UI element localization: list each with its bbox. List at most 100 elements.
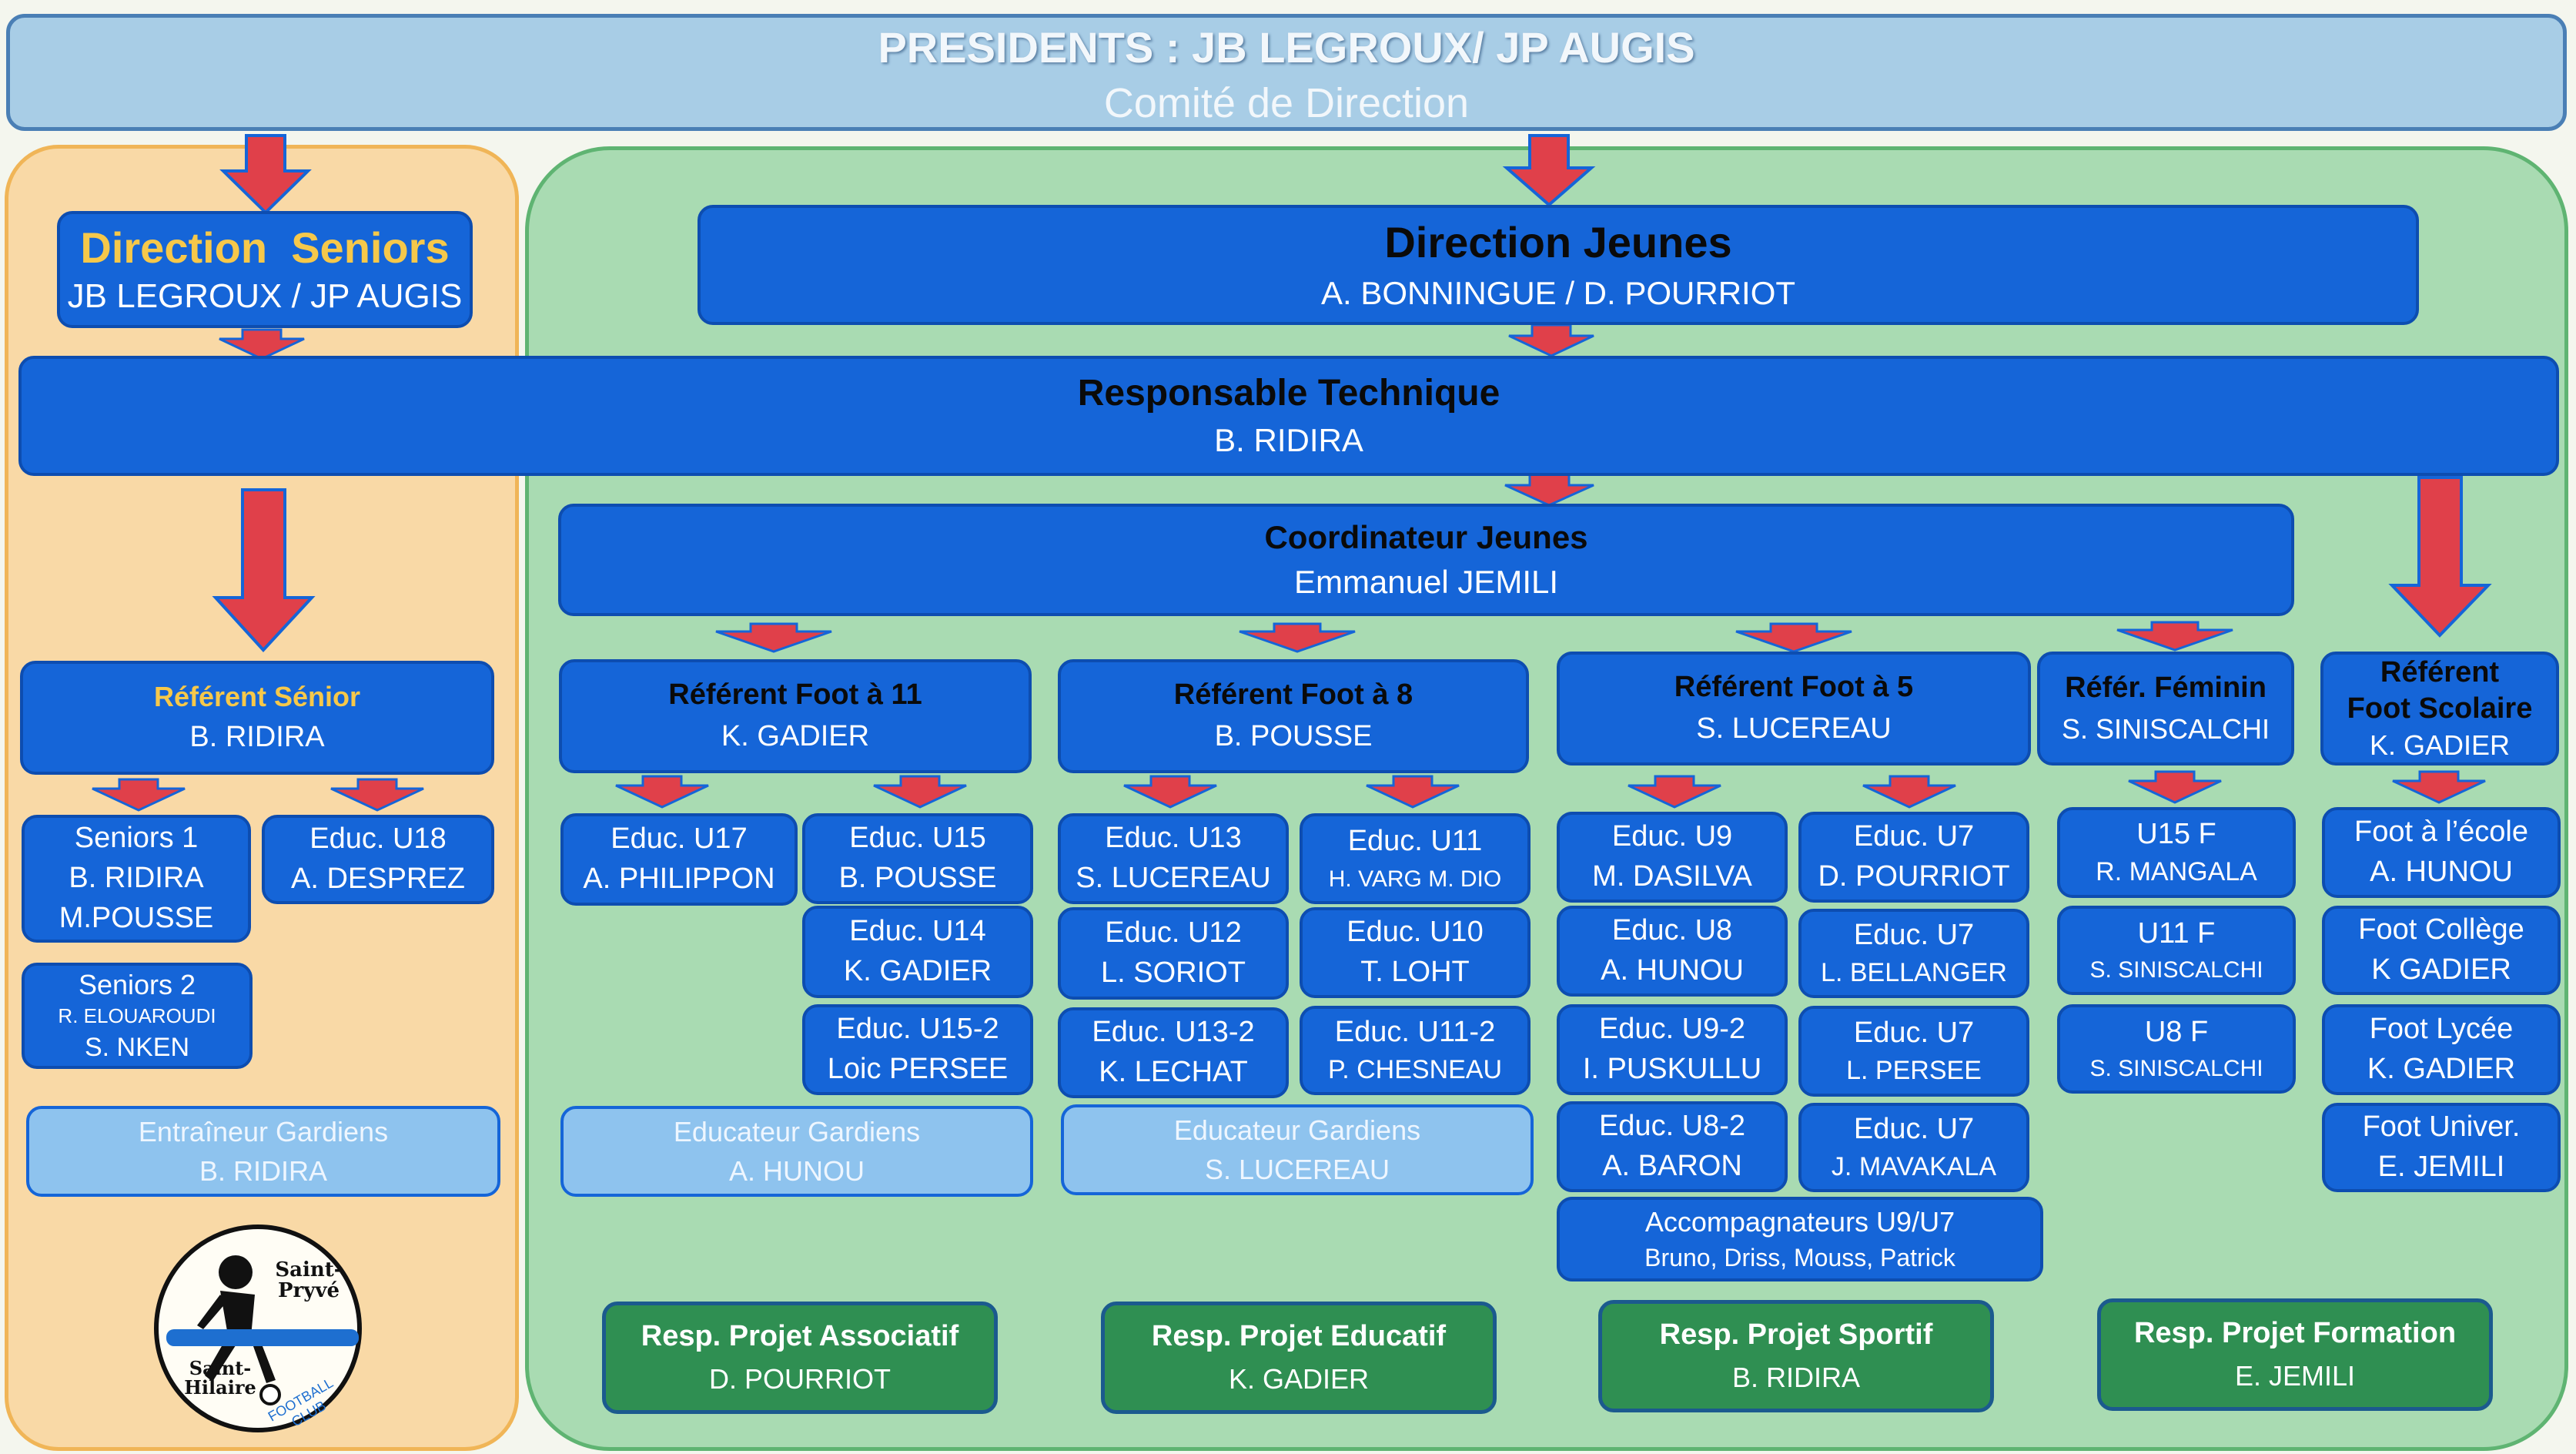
educ-u8-title: Educ. U8: [1611, 914, 1733, 947]
seniors-1-box: Seniors 1 B. RIDIRA M.POUSSE: [22, 815, 251, 943]
projet-associatif-name: D. POURRIOT: [708, 1363, 891, 1395]
educ-u11-box: Educ. U11 H. VARG M. DIO: [1300, 813, 1531, 904]
educ-u7-d-name: J. MAVAKALA: [1831, 1152, 1997, 1182]
seniors-2-box: Seniors 2 R. ELOUAROUDI S. NKEN: [22, 963, 253, 1069]
referent-foot11-box: Référent Foot à 11 K. GADIER: [559, 659, 1032, 773]
educ-u13-title: Educ. U13: [1105, 822, 1242, 855]
referent-foot5-box: Référent Foot à 5 S. LUCEREAU: [1557, 652, 2031, 766]
arrow-technique-scolaire: [2388, 476, 2492, 638]
u11f-name: S. SINISCALCHI: [2089, 956, 2263, 983]
direction-seniors-names: JB LEGROUX / JP AUGIS: [67, 276, 463, 315]
arrow-foot8-2: [1366, 775, 1460, 809]
educ-u10-name: T. LOHT: [1360, 956, 1470, 988]
projet-formation-title: Resp. Projet Formation: [2133, 1317, 2457, 1350]
u15f-title: U15 F: [2136, 817, 2216, 850]
projet-formation-name: E. JEMILI: [2234, 1360, 2356, 1392]
referent-foot11-name: K. GADIER: [721, 720, 870, 752]
referent-scolaire-name: K. GADIER: [2369, 729, 2511, 761]
educ-u14-title: Educ. U14: [849, 915, 986, 948]
educ-u9-2-box: Educ. U9-2 I. PUSKULLU: [1557, 1004, 1788, 1095]
arrow-technique-coordinateur: [1504, 473, 1594, 507]
educ-u7-b-name: L. BELLANGER: [1821, 958, 2007, 988]
educ-u11-2-name: P. CHESNEAU: [1327, 1055, 1503, 1085]
educ-u18-title: Educ. U18: [309, 822, 447, 856]
club-logo: Saint-Pryvé Saint-Hilaire FOOTBALL CLUB: [154, 1225, 362, 1432]
responsable-technique-name: B. RIDIRA: [1214, 422, 1363, 459]
educ-u12-name: L. SORIOT: [1101, 956, 1246, 989]
arrow-feminin-1: [2128, 770, 2222, 804]
referent-foot8-box: Référent Foot à 8 B. POUSSE: [1058, 659, 1529, 773]
arrow-senior-2: [330, 778, 424, 812]
projet-associatif-box: Resp. Projet Associatif D. POURRIOT: [602, 1302, 998, 1414]
educ-u13-2-name: K. LECHAT: [1099, 1056, 1248, 1088]
logo-text-bottom: Saint-Hilaire: [184, 1357, 256, 1399]
educ-u15-2-title: Educ. U15-2: [836, 1013, 999, 1046]
educ-u18-name: A. DESPREZ: [291, 863, 465, 895]
educateur-gardiens-1-name: A. HUNOU: [728, 1155, 865, 1187]
educ-u15-name: B. POUSSE: [838, 862, 997, 894]
seniors-1-line3: M.POUSSE: [59, 901, 214, 934]
educ-u15-2-name: Loic PERSEE: [827, 1053, 1009, 1085]
educ-u14-box: Educ. U14 K. GADIER: [802, 906, 1033, 998]
arrow-foot8-1: [1123, 775, 1217, 809]
seniors-1-line2: B. RIDIRA: [69, 862, 204, 895]
u15f-name: R. MANGALA: [2096, 857, 2257, 887]
foot-lycee-box: Foot Lycée K. GADIER: [2322, 1004, 2561, 1095]
foot-college-title: Foot Collège: [2358, 913, 2524, 946]
referent-feminin-box: Référ. Féminin S. SINISCALCHI: [2037, 652, 2294, 766]
foot-univer-name: E. JEMILI: [2377, 1151, 2505, 1183]
arrow-presidents-jeunes: [1502, 134, 1596, 207]
referent-scolaire-box: Référent Foot Scolaire K. GADIER: [2320, 652, 2559, 766]
logo-wave: [166, 1329, 359, 1346]
coordinateur-title: Coordinateur Jeunes: [1264, 518, 1588, 555]
referent-foot5-name: S. LUCEREAU: [1696, 712, 1892, 745]
educateur-gardiens-2-title: Educateur Gardiens: [1173, 1114, 1421, 1146]
arrow-senior-1: [92, 778, 186, 812]
coordinateur-box: Coordinateur Jeunes Emmanuel JEMILI: [558, 504, 2294, 616]
arrow-jeunes-technique: [1508, 323, 1594, 357]
projet-educatif-name: K. GADIER: [1228, 1363, 1370, 1395]
educ-u18-box: Educ. U18 A. DESPREZ: [262, 815, 494, 904]
educ-u9-2-title: Educ. U9-2: [1598, 1013, 1746, 1046]
direction-seniors-box: Direction Seniors JB LEGROUX / JP AUGIS: [57, 211, 473, 328]
accompagnateurs-names: Bruno, Driss, Mouss, Patrick: [1644, 1244, 1955, 1272]
u8f-name: S. SINISCALCHI: [2089, 1055, 2263, 1081]
logo-text-top: Saint-Pryvé: [275, 1258, 343, 1303]
educ-u13-name: S. LUCEREAU: [1076, 862, 1271, 894]
educateur-gardiens-2-name: S. LUCEREAU: [1204, 1154, 1390, 1185]
foot-ecole-name: A. HUNOU: [2370, 856, 2513, 888]
entraineur-gardiens-title: Entraîneur Gardiens: [138, 1115, 389, 1147]
educ-u13-2-title: Educ. U13-2: [1092, 1016, 1255, 1049]
arrow-foot11-2: [873, 775, 967, 809]
foot-ecole-box: Foot à l’école A. HUNOU: [2322, 807, 2561, 898]
foot-college-box: Foot Collège K GADIER: [2322, 906, 2561, 995]
referent-senior-name: B. RIDIRA: [189, 720, 325, 753]
educ-u11-2-box: Educ. U11-2 P. CHESNEAU: [1300, 1006, 1531, 1095]
referent-foot5-title: Référent Foot à 5: [1674, 671, 1914, 704]
arrow-to-foot11: [715, 622, 832, 653]
projet-sportif-box: Resp. Projet Sportif B. RIDIRA: [1598, 1300, 1994, 1412]
projet-sportif-name: B. RIDIRA: [1731, 1362, 1861, 1394]
arrow-scolaire-1: [2392, 770, 2486, 804]
direction-seniors-title: Direction Seniors: [80, 223, 450, 272]
projet-associatif-title: Resp. Projet Associatif: [641, 1320, 959, 1353]
educateur-gardiens-1-title: Educateur Gardiens: [673, 1115, 921, 1147]
educ-u11-name: H. VARG M. DIO: [1328, 866, 1502, 892]
educ-u10-box: Educ. U10 T. LOHT: [1300, 907, 1531, 998]
educ-u15-title: Educ. U15: [849, 822, 986, 855]
seniors-2-line2: R. ELOUAROUDI: [58, 1004, 216, 1028]
referent-foot8-name: B. POUSSE: [1214, 720, 1373, 752]
educ-u7-c-title: Educ. U7: [1853, 1016, 1975, 1049]
foot-lycee-name: K. GADIER: [2367, 1053, 2516, 1085]
educ-u7-d-title: Educ. U7: [1853, 1112, 1975, 1145]
entraineur-gardiens-box: Entraîneur Gardiens B. RIDIRA: [26, 1106, 500, 1197]
educ-u17-box: Educ. U17 A. PHILIPPON: [560, 813, 798, 906]
referent-scolaire-title: Référent: [2380, 655, 2500, 688]
entraineur-gardiens-name: B. RIDIRA: [199, 1155, 328, 1187]
foot-college-name: K GADIER: [2371, 953, 2511, 986]
presidents-title: PRESIDENTS : JB LEGROUX/ JP AUGIS: [878, 23, 1695, 72]
arrow-foot11-1: [615, 775, 709, 809]
responsable-technique-title: Responsable Technique: [1077, 373, 1500, 414]
educ-u13-box: Educ. U13 S. LUCEREAU: [1058, 813, 1289, 904]
educ-u12-box: Educ. U12 L. SORIOT: [1058, 907, 1289, 1000]
